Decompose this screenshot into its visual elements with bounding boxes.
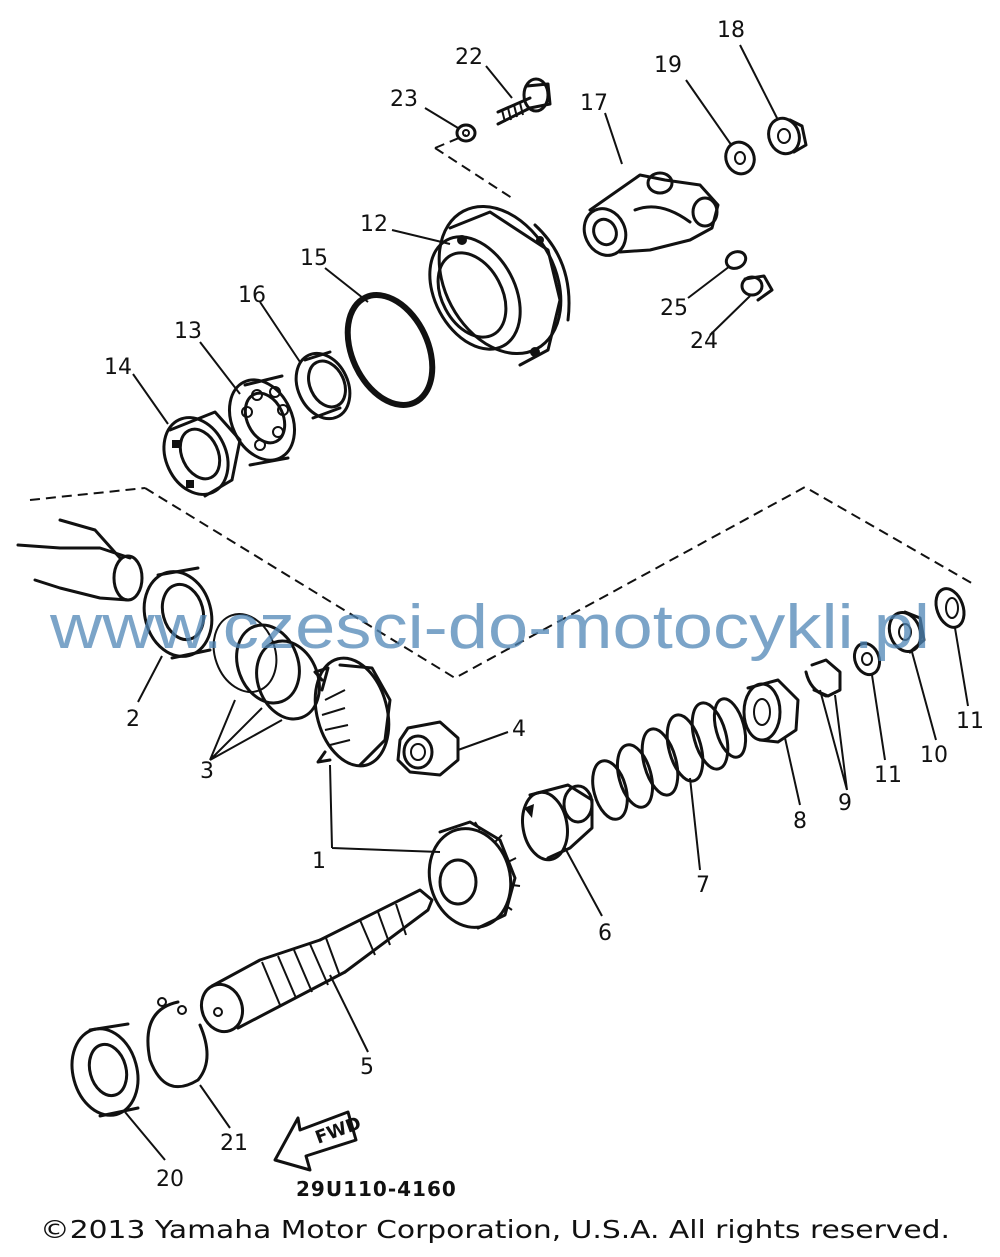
callout-18: 18 [717, 18, 745, 43]
callout-21: 21 [220, 1131, 248, 1156]
part-6-cam-coupling [521, 783, 594, 862]
part-7-spring [591, 697, 748, 821]
callout-1: 1 [312, 849, 326, 874]
leader-lines [124, 44, 969, 1161]
part-4-nut [396, 720, 460, 777]
part-13-bearing [228, 374, 296, 467]
callout-8: 8 [793, 809, 807, 834]
part-17-universal-joint-yoke [582, 171, 720, 257]
part-11-washer-b [934, 587, 966, 629]
part-24-cap [740, 274, 774, 302]
callout-25: 25 [660, 296, 688, 321]
part-10-nut [887, 610, 926, 654]
part-25-o-ring [724, 250, 748, 270]
callout-7: 7 [696, 873, 710, 898]
callout-11-b: 11 [956, 709, 984, 734]
callout-13: 13 [174, 319, 202, 344]
callout-4: 4 [512, 717, 526, 742]
fwd-label: FWD [313, 1113, 364, 1149]
part-15-o-ring [344, 292, 436, 408]
part-20-bearing [70, 1022, 140, 1118]
callout-14: 14 [104, 355, 132, 380]
callout-5: 5 [360, 1055, 374, 1080]
callout-15: 15 [300, 246, 328, 271]
callout-9: 9 [838, 791, 852, 816]
callout-24: 24 [690, 329, 718, 354]
callout-23: 23 [390, 87, 418, 112]
callout-17: 17 [580, 91, 608, 116]
callout-19: 19 [654, 53, 682, 78]
part-3-shims [212, 613, 321, 721]
part-23-washer [455, 123, 477, 143]
part-5-drive-shaft [199, 888, 434, 1034]
part-19-washer [724, 140, 756, 176]
assembly-line-left [29, 487, 146, 501]
callout-22: 22 [455, 45, 483, 70]
callout-12: 12 [360, 212, 388, 237]
callout-2: 2 [126, 707, 140, 732]
part-1-pinion-gear [427, 820, 521, 930]
part-21-circlip [146, 997, 209, 1089]
diagram-part-number: 29U110-4160 [296, 1177, 457, 1201]
part-2-bearing [142, 566, 214, 660]
fwd-arrow-icon: FWD [273, 1110, 364, 1172]
part-22-bolt [496, 77, 552, 126]
callout-10: 10 [920, 743, 948, 768]
part-16-oil-seal [294, 350, 352, 421]
part-18-nut [767, 116, 808, 156]
callout-6: 6 [598, 921, 612, 946]
assembly-line-upper [434, 134, 516, 201]
part-9-collets [804, 658, 842, 698]
part-1-ring-gear [313, 656, 392, 768]
callout-16: 16 [238, 283, 266, 308]
part-8-spring-seat [742, 678, 800, 744]
copyright-text: ©2013 Yamaha Motor Corporation, U.S.A. A… [40, 1215, 950, 1244]
callout-11-a: 11 [874, 763, 902, 788]
watermark-text: www.czesci-do-motocykli.pl [49, 593, 930, 662]
drive-shaft-end [16, 518, 144, 602]
callout-20: 20 [156, 1167, 184, 1192]
assembly-line-main [144, 485, 976, 680]
callouts: 22 23 18 19 17 12 15 16 13 14 25 24 2 3 … [104, 18, 984, 1192]
part-12-bearing-housing [428, 204, 571, 367]
part-11-washer-a [852, 641, 882, 677]
part-14-ring-nut [162, 410, 242, 498]
callout-3: 3 [200, 759, 214, 784]
